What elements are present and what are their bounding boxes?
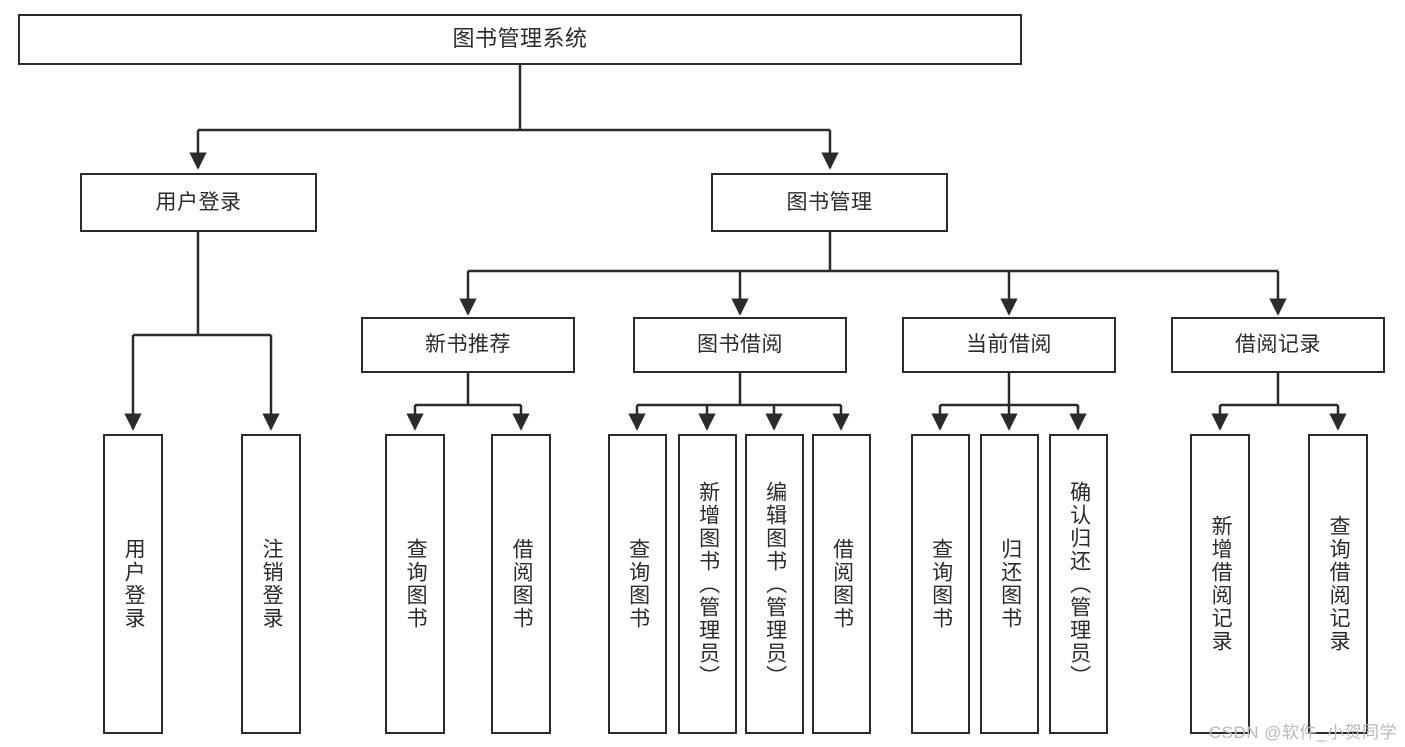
node-current-borrow[interactable]: 当前借阅	[902, 317, 1116, 373]
node-leaf-query-book-1[interactable]: 查询图书	[385, 434, 445, 734]
node-leaf-return-book-label: 归还图书	[998, 538, 1022, 630]
node-leaf-query-record[interactable]: 查询借阅记录	[1308, 434, 1368, 734]
node-root[interactable]: 图书管理系统	[18, 14, 1022, 65]
node-leaf-user-login-label: 用户登录	[122, 538, 146, 630]
node-leaf-return-book[interactable]: 归还图书	[980, 434, 1039, 734]
node-leaf-borrow-book-1-label: 借阅图书	[510, 538, 534, 630]
node-current-borrow-label: 当前借阅	[966, 333, 1052, 357]
node-leaf-query-book-2[interactable]: 查询图书	[608, 434, 667, 734]
node-leaf-add-record[interactable]: 新增借阅记录	[1190, 434, 1250, 734]
node-leaf-query-book-1-label: 查询图书	[404, 538, 428, 630]
node-leaf-query-book-3[interactable]: 查询图书	[911, 434, 970, 734]
node-leaf-user-logout-label: 注销登录	[260, 538, 284, 630]
node-book-borrow[interactable]: 图书借阅	[633, 317, 847, 373]
node-leaf-user-login[interactable]: 用户登录	[103, 434, 163, 734]
node-leaf-confirm-return[interactable]: 确认归还（管理员）	[1049, 434, 1108, 734]
node-new-book-recommend[interactable]: 新书推荐	[361, 317, 575, 373]
node-leaf-user-logout[interactable]: 注销登录	[241, 434, 301, 734]
node-leaf-edit-book[interactable]: 编辑图书（管理员）	[745, 434, 804, 734]
node-leaf-add-book-label: 新增图书（管理员）	[696, 480, 720, 688]
node-leaf-edit-book-label: 编辑图书（管理员）	[763, 480, 787, 688]
node-leaf-confirm-return-label: 确认归还（管理员）	[1067, 480, 1091, 688]
node-leaf-add-record-label: 新增借阅记录	[1209, 515, 1233, 653]
node-borrow-record[interactable]: 借阅记录	[1171, 317, 1385, 373]
node-leaf-borrow-book-2[interactable]: 借阅图书	[812, 434, 871, 734]
node-root-label: 图书管理系统	[452, 26, 588, 52]
node-leaf-query-record-label: 查询借阅记录	[1327, 515, 1351, 653]
node-borrow-record-label: 借阅记录	[1235, 333, 1321, 357]
node-user-login[interactable]: 用户登录	[80, 173, 317, 232]
node-user-login-label: 用户登录	[155, 190, 242, 214]
node-leaf-borrow-book-2-label: 借阅图书	[830, 538, 854, 630]
node-new-book-recommend-label: 新书推荐	[425, 333, 511, 357]
node-leaf-borrow-book-1[interactable]: 借阅图书	[491, 434, 551, 734]
node-book-management-label: 图书管理	[786, 190, 873, 214]
node-leaf-query-book-2-label: 查询图书	[626, 538, 650, 630]
node-book-management[interactable]: 图书管理	[711, 173, 948, 232]
node-leaf-query-book-3-label: 查询图书	[929, 538, 953, 630]
node-book-borrow-label: 图书借阅	[697, 333, 783, 357]
node-leaf-add-book[interactable]: 新增图书（管理员）	[678, 434, 737, 734]
